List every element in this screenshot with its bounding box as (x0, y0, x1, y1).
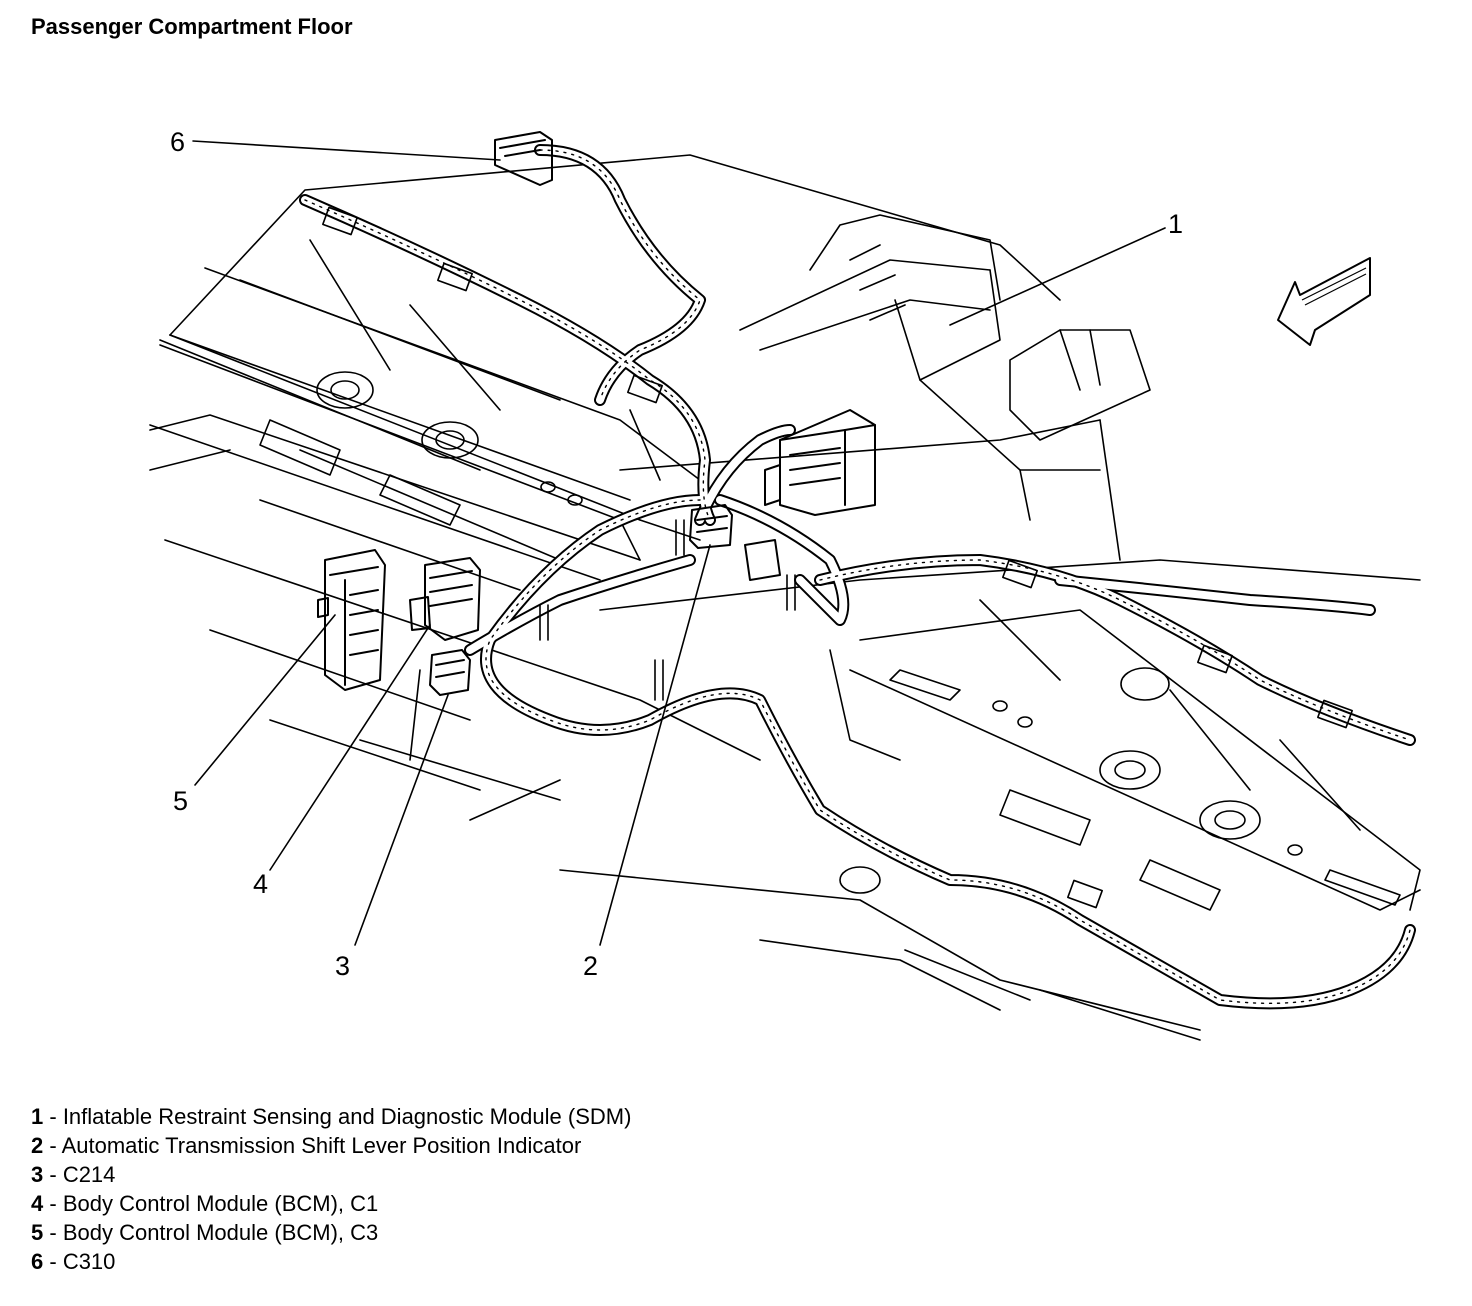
legend-item: 6 - C310 (31, 1247, 631, 1276)
sdm-module (764, 409, 876, 516)
harness-clips (322, 206, 1353, 909)
diagram-title: Passenger Compartment Floor (31, 14, 353, 39)
callout-3: 3 (335, 951, 350, 981)
legend-number: 1 (31, 1104, 44, 1129)
c214-connector (429, 649, 471, 696)
legend-number: 2 (31, 1133, 44, 1158)
rear-crossmember (829, 609, 1421, 911)
mounting-studs (539, 519, 796, 701)
floor-pan (149, 154, 1421, 1041)
component-legend: 1 - Inflatable Restraint Sensing and Dia… (31, 1102, 631, 1276)
legend-item: 2 - Automatic Transmission Shift Lever P… (31, 1131, 631, 1160)
leader-lines (192, 140, 1361, 946)
tunnel-section (739, 214, 1151, 521)
legend-number: 5 (31, 1220, 44, 1245)
legend-text: C214 (62, 1162, 116, 1187)
legend-text: Automatic Transmission Shift Lever Posit… (61, 1133, 582, 1158)
legend-text: Body Control Module (BCM), C3 (62, 1220, 379, 1245)
legend-text: Inflatable Restraint Sensing and Diagnos… (62, 1104, 632, 1129)
legend-number: 6 (31, 1249, 44, 1274)
direction-arrow-icon (1277, 257, 1371, 346)
callout-6: 6 (170, 127, 185, 157)
legend-item: 1 - Inflatable Restraint Sensing and Dia… (31, 1102, 631, 1131)
legend-separator: - (43, 1191, 63, 1216)
front-crossmember (149, 334, 641, 581)
c310-connector (494, 131, 553, 186)
legend-item: 4 - Body Control Module (BCM), C1 (31, 1189, 631, 1218)
legend-number: 4 (31, 1191, 44, 1216)
legend-number: 3 (31, 1162, 44, 1187)
legend-separator: - (43, 1220, 63, 1245)
callout-1: 1 (1168, 209, 1183, 239)
callout-5: 5 (173, 786, 188, 816)
bcm-c3-connector (317, 549, 386, 691)
legend-text: Body Control Module (BCM), C1 (62, 1191, 379, 1216)
legend-separator: - (43, 1249, 63, 1274)
callout-2: 2 (583, 951, 598, 981)
shift-indicator-connector (689, 504, 781, 581)
legend-item: 3 - C214 (31, 1160, 631, 1189)
bcm-c1-connector (409, 557, 481, 641)
legend-item: 5 - Body Control Module (BCM), C3 (31, 1218, 631, 1247)
legend-separator: - (43, 1133, 62, 1158)
legend-text: C310 (62, 1249, 116, 1274)
legend-separator: - (43, 1104, 63, 1129)
callout-4: 4 (253, 869, 268, 899)
harness-wrap-ticks (304, 149, 1411, 1005)
legend-separator: - (43, 1162, 63, 1187)
